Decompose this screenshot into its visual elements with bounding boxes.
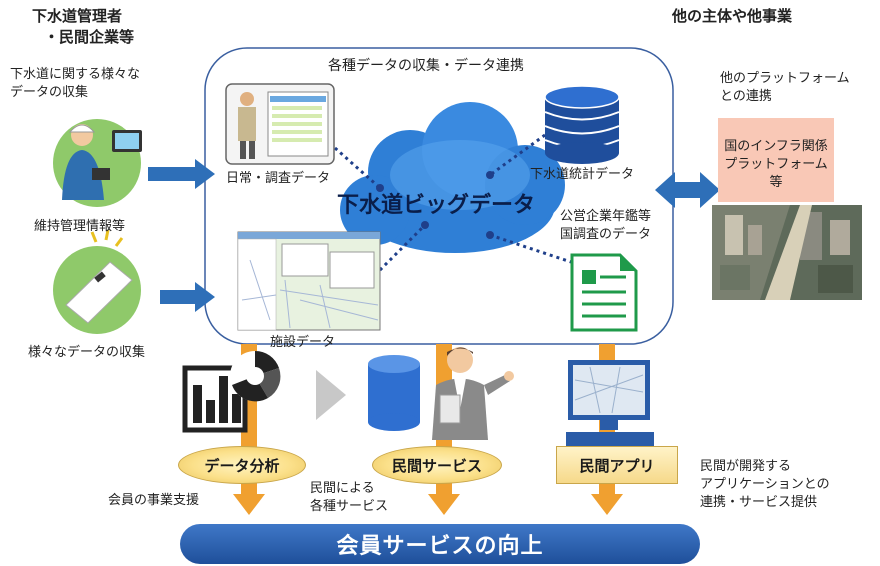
left-title-line2: ・民間企業等 [44, 28, 135, 46]
sewer-stats-label: 下水道統計データ [530, 167, 635, 182]
collect-label-line1: 下水道に関する様々な [10, 67, 141, 82]
data-document-illustration [53, 229, 141, 334]
storage-cylinder-icon [368, 355, 420, 431]
orange-down-arrows [233, 344, 623, 515]
yearbook-label-line1: 公営企業年鑑等 [560, 209, 652, 224]
survey-data-image [225, 83, 335, 165]
yearbook-label-line2: 国調査のデータ [560, 227, 652, 242]
facility-map-image [237, 231, 381, 331]
sewer-big-data-title: 下水道ビッグデータ [337, 193, 536, 218]
infra-platform-line2: プラットフォーム [724, 157, 828, 172]
app-desc-line3: 連携・サービス提供 [700, 495, 818, 510]
dotted-connectors [334, 133, 581, 277]
city-3d-image [712, 205, 862, 300]
member-support-label: 会員の事業支援 [108, 493, 200, 508]
green-document-icon [570, 253, 638, 332]
daily-survey-label: 日常・調査データ [226, 171, 331, 186]
platform-link-line2: との連携 [720, 89, 772, 104]
database-icon [544, 85, 620, 164]
private-app-label: 民間アプリ [556, 446, 678, 484]
flow-triangle-icon [316, 370, 346, 420]
private-service-ellipse: 民間サービス [372, 446, 502, 484]
chart-analysis-icon [182, 350, 281, 433]
by-private-line1: 民間による [310, 481, 375, 496]
right-title: 他の主体や他事業 [672, 7, 793, 25]
left-input-arrows [148, 159, 215, 312]
maintenance-label: 維持管理情報等 [34, 219, 126, 234]
double-arrow [655, 172, 720, 208]
by-private-line2: 各種サービス [310, 499, 389, 514]
infra-platform-box [718, 118, 834, 202]
member-service-banner: 会員サービスの向上 [180, 524, 700, 564]
app-desc-line1: 民間が開発する [700, 459, 792, 474]
facility-data-label: 施設データ [270, 335, 336, 350]
infra-platform-line1: 国のインフラ関係 [724, 139, 828, 154]
businessman-illustration [432, 347, 514, 440]
worker-tablet-illustration [53, 119, 142, 207]
infra-platform-line3: 等 [769, 175, 783, 190]
data-analysis-ellipse: データ分析 [178, 446, 306, 484]
cloud-shape [340, 102, 565, 253]
various-data-label: 様々なデータの収集 [28, 345, 146, 360]
computer-monitor-icon [566, 360, 654, 448]
container-header: 各種データの収集・データ連携 [328, 58, 524, 74]
platform-link-line1: 他のプラットフォーム [720, 71, 850, 86]
collect-label-line2: データの収集 [10, 85, 89, 100]
app-desc-line2: アプリケーションとの [700, 477, 830, 492]
left-title-line1: 下水道管理者 [32, 7, 123, 25]
